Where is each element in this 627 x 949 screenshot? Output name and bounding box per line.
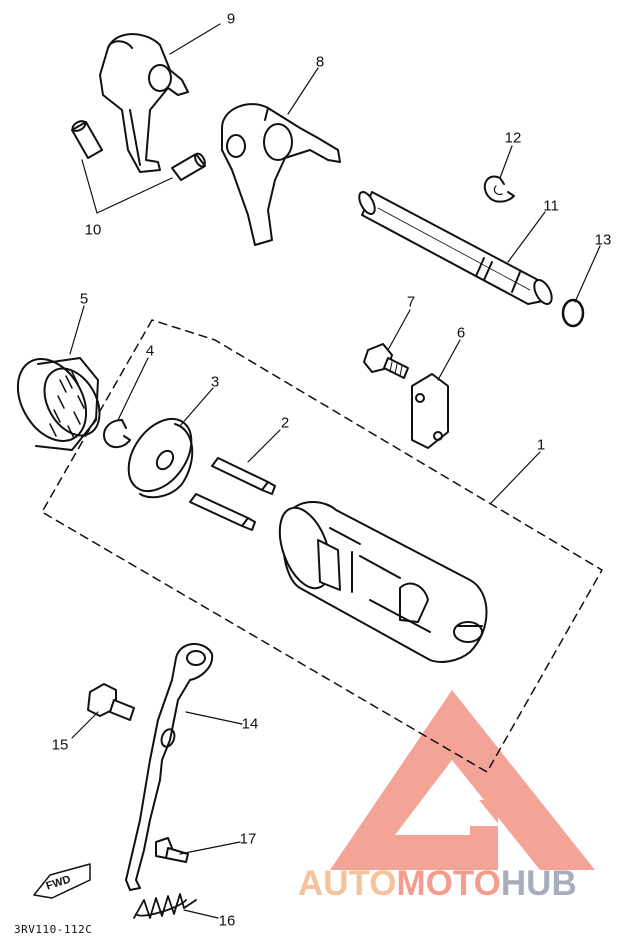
- circlip-12: [483, 175, 515, 203]
- callout-11: 11: [543, 197, 559, 215]
- callout-5: 5: [79, 290, 89, 308]
- shift-fork-9: [99, 33, 189, 173]
- callout-15: 15: [51, 736, 69, 754]
- callout-4: 4: [145, 342, 155, 360]
- watermark-part-auto: AUTO: [298, 864, 397, 903]
- circlip-4: [103, 419, 131, 448]
- callout-16: 16: [218, 912, 236, 930]
- callout-2: 2: [280, 414, 290, 432]
- o-ring-13: [561, 298, 585, 328]
- shift-lever-14: [125, 643, 214, 891]
- callout-13: 13: [594, 231, 612, 249]
- spring-16: [133, 893, 197, 919]
- leader-lines: [69, 23, 601, 919]
- stopper-plate-6: [411, 373, 449, 449]
- pivot-bolt-15: [87, 683, 135, 721]
- shift-fork-shaft-11: [358, 191, 553, 305]
- callout-8: 8: [315, 53, 325, 71]
- bolt-7: [363, 343, 409, 379]
- callout-17: 17: [239, 830, 257, 848]
- callout-6: 6: [456, 324, 466, 342]
- callout-7: 7: [406, 293, 416, 311]
- diagram-code: 3RV110-112C: [14, 923, 93, 936]
- fwd-arrow-icon: [33, 863, 91, 899]
- dowel-pins-10: [71, 120, 206, 214]
- callout-1: 1: [536, 436, 546, 454]
- watermark-logo: [330, 690, 595, 870]
- assembly-outline: [41, 319, 603, 773]
- watermark-part-moto: MOTO: [396, 864, 501, 903]
- shift-drum-1: [278, 501, 488, 663]
- callout-12: 12: [504, 129, 522, 147]
- callout-10: 10: [84, 221, 102, 239]
- callout-3: 3: [210, 373, 220, 391]
- callout-9: 9: [226, 10, 236, 28]
- pin-17: [155, 837, 189, 863]
- watermark-part-hub: HUB: [500, 864, 577, 903]
- guide-pins-2: [189, 457, 276, 531]
- washer-3: [127, 417, 194, 499]
- callout-14: 14: [241, 715, 259, 733]
- shift-fork-8: [221, 103, 341, 246]
- needle-bearing-5: [16, 357, 101, 451]
- watermark-text: AUTOMOTOHUB: [298, 864, 577, 904]
